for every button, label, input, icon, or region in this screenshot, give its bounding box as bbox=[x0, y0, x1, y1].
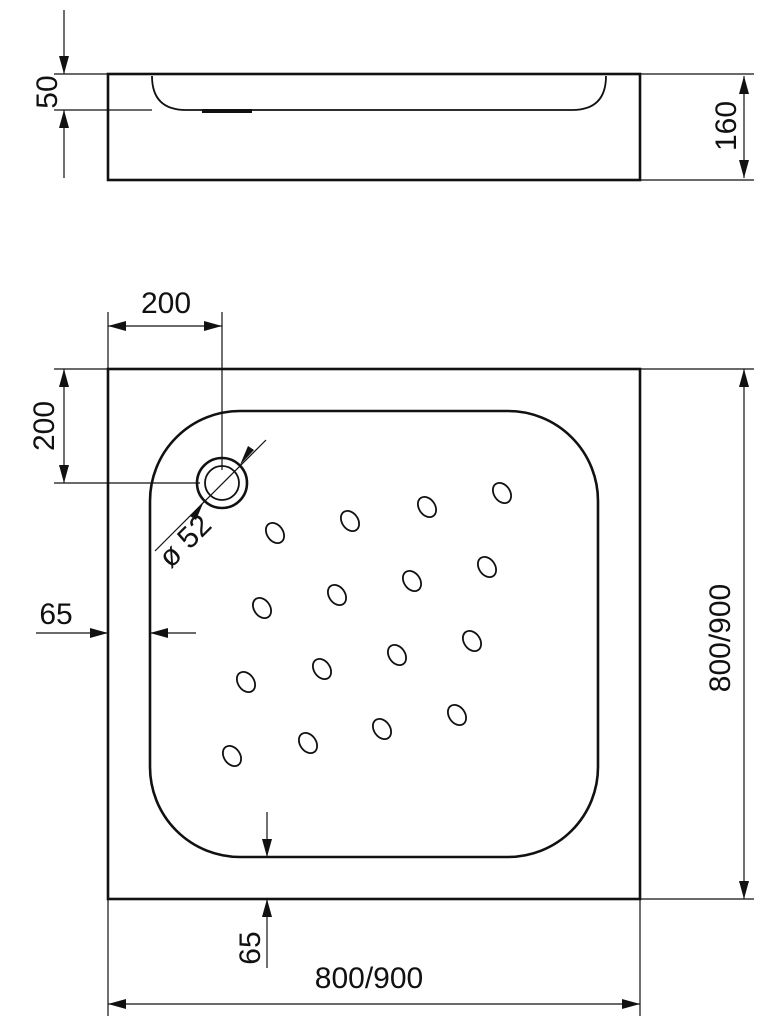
height-dimension: 160 bbox=[710, 76, 749, 178]
drain-diameter-label: ø 52 bbox=[152, 508, 218, 574]
drain-offset-x-label: 200 bbox=[141, 287, 191, 320]
side-view-basin-profile bbox=[151, 75, 607, 111]
tray-outline bbox=[106, 367, 642, 901]
drain-offset-x-dimension: 200 bbox=[107, 287, 223, 470]
side-view-drain bbox=[202, 109, 252, 113]
dimple bbox=[447, 703, 467, 727]
tray-width-label: 800/900 bbox=[315, 962, 423, 995]
dimple bbox=[222, 744, 242, 768]
dimple bbox=[372, 717, 392, 741]
tray-height-dimension: 800/900 bbox=[640, 368, 754, 900]
anti-slip-pattern bbox=[222, 481, 512, 768]
dimple bbox=[402, 569, 422, 593]
rim-left-label: 65 bbox=[39, 598, 72, 631]
dimple bbox=[327, 583, 347, 607]
side-depth-label: 50 bbox=[31, 75, 64, 108]
dimple bbox=[477, 555, 497, 579]
dimple bbox=[252, 596, 272, 620]
dimple bbox=[298, 731, 318, 755]
side-view-outline bbox=[106, 72, 642, 182]
drain-inner-ring bbox=[204, 465, 240, 501]
rim-bottom-dimension: 65 bbox=[234, 812, 272, 968]
side-view: 50 160 bbox=[31, 10, 754, 182]
tray-width-dimension: 800/900 bbox=[107, 899, 641, 1016]
tray-height-label: 800/900 bbox=[704, 584, 737, 692]
dimple bbox=[312, 657, 332, 681]
dimple bbox=[492, 481, 512, 505]
side-height-label: 160 bbox=[710, 101, 743, 151]
dimple bbox=[236, 670, 256, 694]
dimple bbox=[417, 495, 437, 519]
top-view: 200 200 ø 52 65 bbox=[28, 287, 754, 1016]
dimple bbox=[387, 643, 407, 667]
drain-offset-y-label: 200 bbox=[28, 401, 61, 451]
rim-left-dimension: 65 bbox=[36, 598, 196, 638]
dimple bbox=[265, 521, 285, 545]
rim-bottom-label: 65 bbox=[234, 931, 267, 964]
dimple bbox=[462, 629, 482, 653]
basin-outline bbox=[148, 409, 600, 859]
dimple bbox=[340, 509, 360, 533]
drain-offset-y-dimension: 200 bbox=[28, 368, 200, 484]
depth-dimension: 50 bbox=[31, 10, 69, 178]
